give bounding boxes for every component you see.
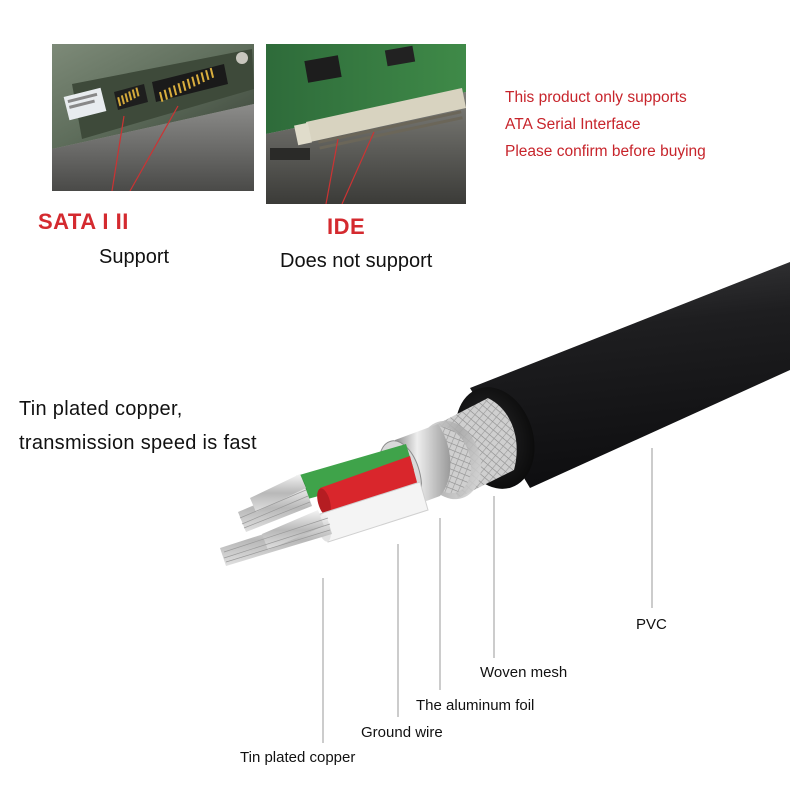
woven-mesh-label: Woven mesh — [480, 664, 568, 681]
sata-title: SATA I II — [38, 209, 129, 234]
notice-line-2: ATA Serial Interface — [505, 116, 641, 133]
caption-line-2: transmission speed is fast — [19, 432, 257, 454]
pvc-jacket — [470, 262, 790, 488]
red-wire — [320, 456, 418, 516]
pvc-label: PVC — [636, 616, 667, 633]
notice-line-1: This product only supports — [505, 89, 687, 106]
ground-wire-label: Ground wire — [361, 724, 443, 741]
compatibility-notice: This product only supports ATA Serial In… — [505, 84, 706, 165]
copper-caption: Tin plated copper, transmission speed is… — [19, 392, 257, 460]
ide-drive-photo — [266, 44, 466, 204]
tin-copper-label: Tin plated copper — [240, 749, 356, 766]
ide-title: IDE — [327, 214, 366, 239]
sata-status: Support — [99, 246, 170, 268]
notice-line-3: Please confirm before buying — [505, 143, 706, 160]
aluminum-foil-label: The aluminum foil — [416, 697, 535, 714]
caption-line-1: Tin plated copper, — [19, 398, 183, 420]
tin-copper-strands — [220, 474, 332, 566]
sata-drive-photo — [52, 44, 254, 191]
green-wire — [296, 444, 414, 500]
ide-status: Does not support — [280, 250, 433, 272]
